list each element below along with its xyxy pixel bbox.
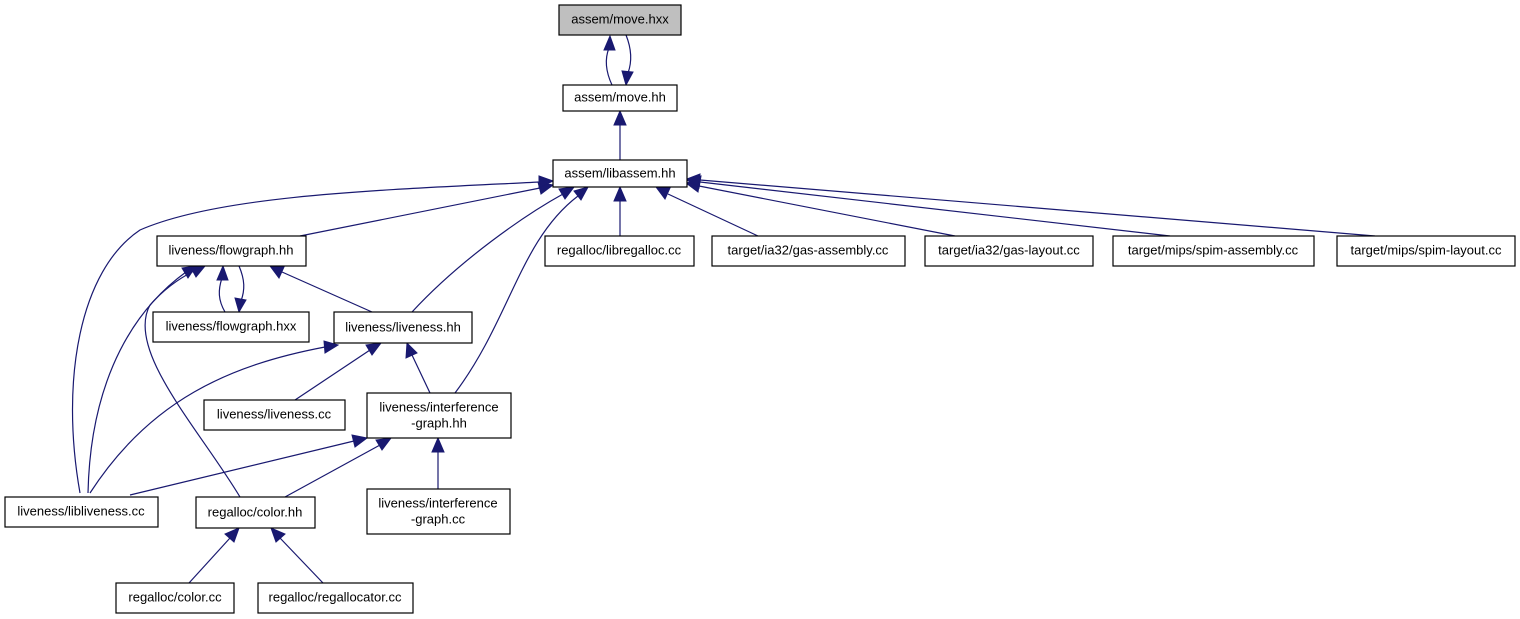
node-libassem-hh[interactable]: assem/libassem.hh	[552, 159, 688, 188]
edge-move-hh-to-move-hxx	[605, 47, 613, 86]
node-libregalloc-cc[interactable]: regalloc/libregalloc.cc	[544, 235, 695, 267]
node-move-hh[interactable]: assem/move.hh	[562, 84, 678, 112]
node-label: assem/libassem.hh	[564, 165, 675, 180]
node-color-cc[interactable]: regalloc/color.cc	[115, 582, 235, 614]
graph-edges	[71, 34, 1376, 584]
node-label-line-1: liveness/interference	[379, 399, 498, 414]
node-label: liveness/flowgraph.hh	[168, 242, 293, 257]
node-label: target/mips/spim-layout.cc	[1351, 242, 1502, 257]
edge-spim-layout-to-libassem	[699, 179, 1376, 237]
node-label-line-1: liveness/interference	[378, 495, 497, 510]
node-color-hh[interactable]: regalloc/color.hh	[195, 496, 316, 529]
edge-color-hh-to-interference-hh	[284, 444, 381, 498]
node-label: liveness/liveness.cc	[217, 406, 332, 421]
node-mips-spim-layout-cc[interactable]: target/mips/spim-layout.cc	[1336, 235, 1516, 267]
edge-color-hh-to-flowgraph-hh	[144, 270, 241, 498]
edge-spim-assembly-to-libassem	[699, 181, 1171, 237]
node-label-line-2: -graph.cc	[411, 511, 466, 526]
node-mips-spim-assembly-cc[interactable]: target/mips/spim-assembly.cc	[1112, 235, 1315, 267]
edge-regallocator-to-color-hh	[279, 537, 324, 584]
edge-regallocator-to-color-hh-arrowhead	[270, 527, 286, 543]
node-liveness-cc[interactable]: liveness/liveness.cc	[203, 399, 346, 431]
node-label: target/mips/spim-assembly.cc	[1128, 242, 1299, 257]
edge-gas-assembly-to-libassem	[667, 193, 759, 237]
edge-libliveness-to-libassem-arrowhead	[538, 175, 555, 189]
node-interference-graph-cc[interactable]: liveness/interference -graph.cc	[366, 488, 511, 535]
node-ia32-gas-assembly-cc[interactable]: target/ia32/gas-assembly.cc	[711, 235, 906, 267]
edge-libliveness-to-flowgraph-hh	[87, 271, 187, 494]
edge-move-hh-to-move-hxx-arrowhead	[603, 34, 616, 51]
edge-libliveness-to-interference-hh	[129, 440, 355, 496]
edge-libliveness-to-liveness-hh-arrowhead	[323, 340, 340, 354]
node-label: liveness/flowgraph.hxx	[166, 318, 297, 333]
edge-liveness-hh-to-flowgraph-hh	[281, 271, 373, 313]
node-flowgraph-hxx[interactable]: liveness/flowgraph.hxx	[152, 311, 310, 343]
node-libliveness-cc[interactable]: liveness/libliveness.cc	[4, 496, 159, 528]
graph-nodes: assem/move.hxx assem/move.hh assem/libas…	[4, 4, 1516, 614]
edge-interference-hh-to-libassem-arrowhead	[573, 186, 590, 201]
node-label: regalloc/color.cc	[128, 589, 222, 604]
edge-gas-layout-to-libassem	[698, 185, 956, 237]
node-label: target/ia32/gas-layout.cc	[938, 242, 1080, 257]
node-label: regalloc/libregalloc.cc	[557, 242, 682, 257]
node-label: regalloc/color.hh	[208, 504, 303, 519]
edge-liveness-cc-to-liveness-hh	[294, 349, 371, 401]
edge-move-hxx-to-move-hh-arrowhead	[621, 70, 634, 87]
edge-move-hxx-to-move-hh	[625, 34, 632, 74]
node-liveness-hh[interactable]: liveness/liveness.hh	[333, 311, 473, 344]
edge-flowgraph-hxx-to-flowgraph-hh	[218, 277, 226, 313]
edge-color-cc-to-color-hh-arrowhead	[224, 527, 240, 543]
node-label: assem/move.hh	[574, 89, 666, 104]
edge-flowgraph-hh-to-libassem	[299, 187, 541, 237]
edge-liveness-hh-to-libassem-arrowhead	[558, 186, 576, 200]
node-label: liveness/liveness.hh	[345, 319, 461, 334]
edge-color-cc-to-color-hh	[188, 537, 231, 584]
node-label: assem/move.hxx	[571, 11, 669, 26]
edge-libregalloc-to-libassem-arrowhead	[613, 185, 627, 202]
edge-color-hh-to-interference-hh-arrowhead	[375, 437, 393, 451]
node-label-line-2: -graph.hh	[411, 415, 467, 430]
edge-libliveness-to-liveness-hh	[89, 346, 326, 494]
edge-libassem-to-move-hh-arrowhead	[613, 109, 627, 126]
edge-spim-layout-to-libassem-arrowhead	[685, 173, 701, 187]
edge-interference-hh-to-libassem	[454, 195, 579, 394]
edge-flowgraph-hh-to-flowgraph-hxx	[238, 265, 245, 302]
node-interference-graph-hh[interactable]: liveness/interference -graph.hh	[366, 392, 512, 439]
edge-interference-hh-to-liveness-hh-arrowhead	[405, 341, 418, 359]
edge-liveness-hh-to-libassem	[411, 193, 564, 313]
edge-flowgraph-hh-to-flowgraph-hxx-arrowhead	[234, 297, 247, 314]
edge-interference-cc-to-interference-hh-arrowhead	[431, 436, 445, 453]
edge-interference-hh-to-liveness-hh	[411, 354, 431, 394]
node-move-hxx[interactable]: assem/move.hxx	[558, 4, 682, 36]
node-regallocator-cc[interactable]: regalloc/regallocator.cc	[257, 582, 414, 614]
edge-liveness-cc-to-liveness-hh-arrowhead	[365, 342, 383, 356]
node-ia32-gas-layout-cc[interactable]: target/ia32/gas-layout.cc	[924, 235, 1094, 267]
node-flowgraph-hh[interactable]: liveness/flowgraph.hh	[156, 235, 307, 267]
edge-liveness-hh-to-flowgraph-hh-arrowhead	[268, 265, 285, 279]
node-label: target/ia32/gas-assembly.cc	[728, 242, 889, 257]
edge-libliveness-to-interference-hh-arrowhead	[351, 434, 369, 448]
node-label: liveness/libliveness.cc	[17, 503, 145, 518]
edge-flowgraph-hxx-to-flowgraph-hh-arrowhead	[216, 264, 229, 281]
edge-libliveness-to-libassem	[71, 181, 541, 494]
edge-gas-assembly-to-libassem-arrowhead	[654, 186, 671, 200]
node-label: regalloc/regallocator.cc	[269, 589, 402, 604]
